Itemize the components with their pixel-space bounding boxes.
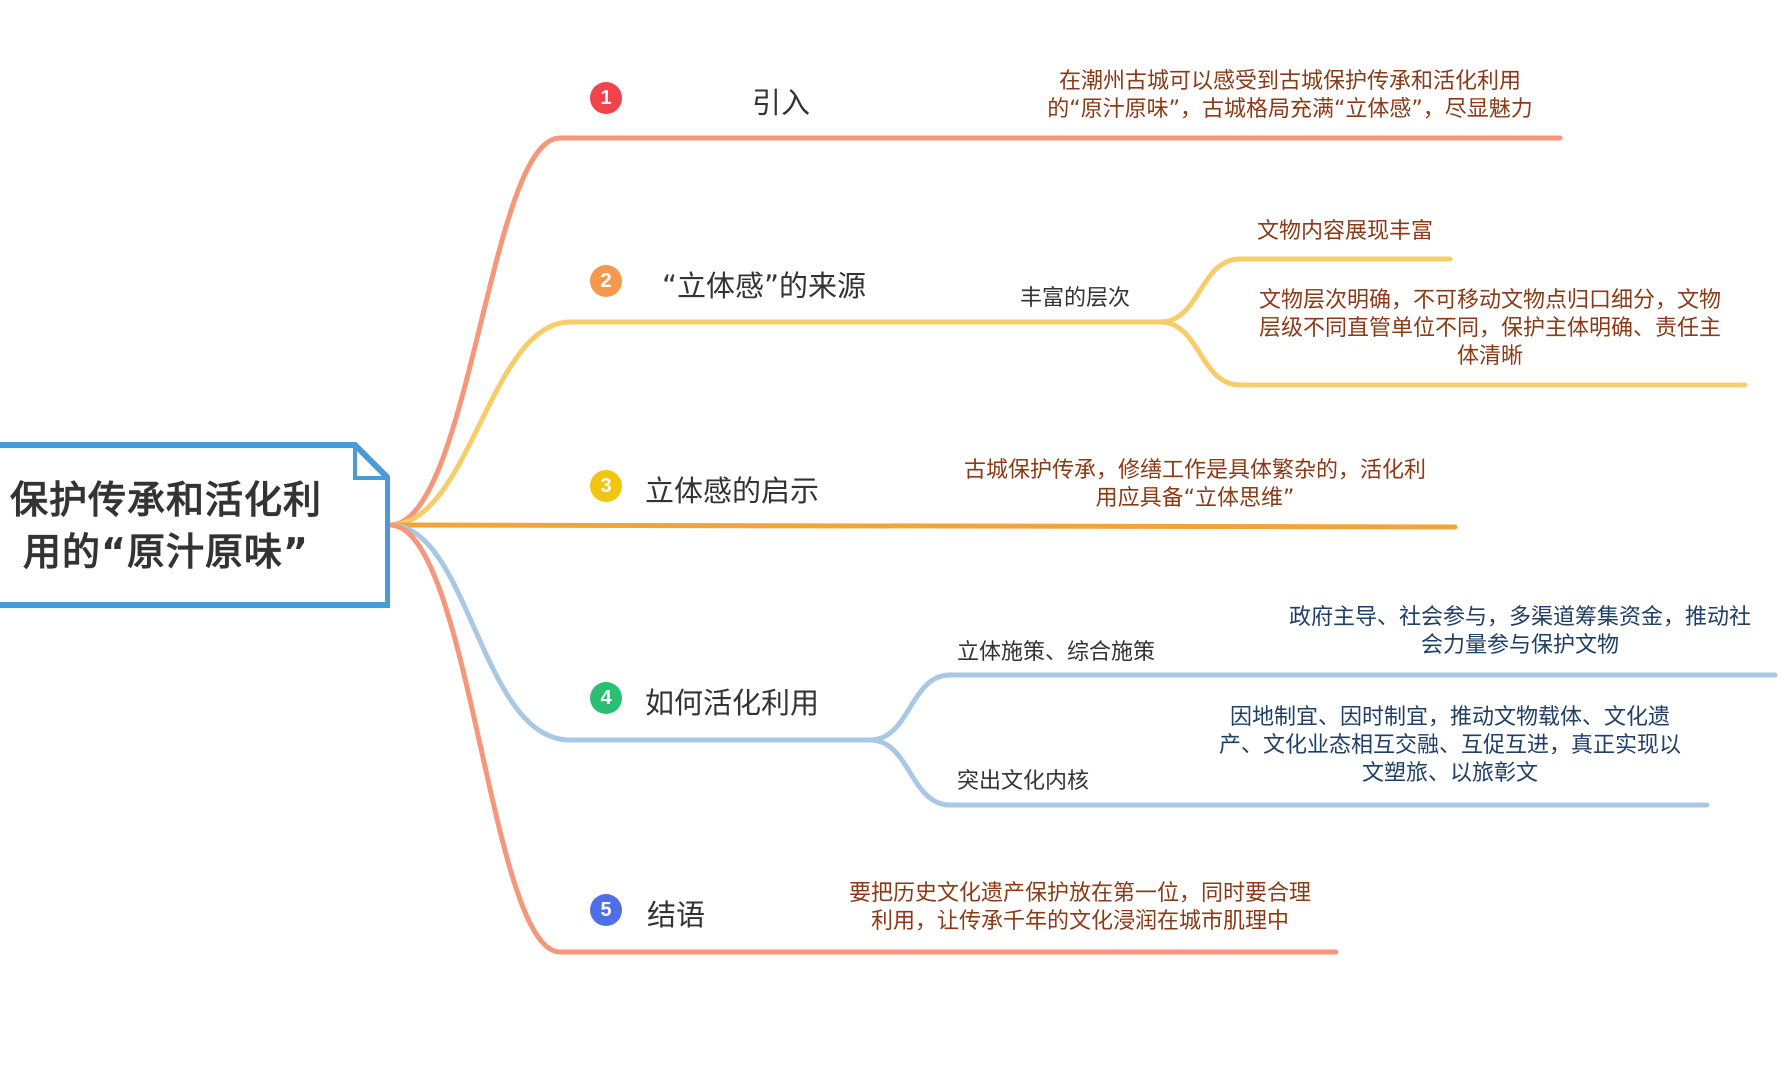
topic-4-title: 如何活化利用 — [645, 686, 820, 720]
topic-2-child-2-note: 文物层次明确，不可移动文物点归口细分，文物 层级不同直管单位不同，保护主体明确、… — [1240, 287, 1740, 371]
topic-2-title: “立体感”的来源 — [662, 269, 867, 303]
topic-4-child-2-note: 因地制宜、因时制宜，推动文物载体、文化遗 产、文化业态相互交融、互促互进，真正实… — [1205, 704, 1695, 788]
note-line: 会力量参与保护文物 — [1420, 633, 1619, 658]
note-line: 文物层次明确，不可移动文物点归口细分，文物 — [1258, 288, 1721, 313]
note-line: 文塑旅、以旅彰文 — [1361, 761, 1538, 786]
branch-2-child-1-connector — [1157, 256, 1453, 325]
branch-4-connector — [387, 522, 873, 743]
topic-1-title: 引入 — [752, 86, 811, 120]
number-4-icon: 4 — [590, 682, 622, 714]
number-5-icon: 5 — [590, 894, 622, 926]
topic-2-child-1-note: 文物内容展现丰富 — [1240, 218, 1450, 246]
topic-5-note: 要把历史文化遗产保护放在第一位，同时要合理 利用，让传承千年的文化浸润在城市肌理… — [830, 880, 1330, 936]
topic-1-note: 在潮州古城可以感受到古城保护传承和活化利用 的“原汁原味”，古城格局充满“立体感… — [1030, 68, 1550, 124]
note-line: 在潮州古城可以感受到古城保护传承和活化利用 — [1058, 69, 1521, 94]
topic-3-note: 古城保护传承，修缮工作是具体繁杂的，活化利 用应具备“立体思维” — [945, 457, 1445, 513]
branch-4-child-2-connector — [867, 737, 1710, 808]
branch-3-connector — [387, 522, 1458, 530]
root-node-frame — [0, 442, 390, 608]
note-line: 因地制宜、因时制宜，推动文物载体、文化遗 — [1229, 705, 1670, 730]
branch-4-child-1-connector — [867, 672, 1778, 743]
note-line: 用应具备“立体思维” — [1095, 486, 1295, 511]
topic-5-title: 结语 — [647, 898, 706, 932]
note-line: 产、文化业态相互交融、互促互进，真正实现以 — [1218, 733, 1681, 758]
branch-1-connector — [387, 135, 1563, 528]
topic-4-child-1-note: 政府主导、社会参与，多渠道筹集资金，推动社 会力量参与保护文物 — [1270, 604, 1770, 660]
note-line: 体清晰 — [1456, 344, 1523, 369]
root-title-line-1: 保护传承和活化利 — [9, 478, 322, 522]
root-title-line-2: 用的“原汁原味” — [23, 530, 309, 574]
root-node-title: 保护传承和活化利 用的“原汁原味” — [6, 474, 326, 578]
branch-2-child-2-connector — [1157, 319, 1748, 388]
note-line: 利用，让传承千年的文化浸润在城市肌理中 — [870, 909, 1289, 934]
topic-3-title: 立体感的启示 — [645, 474, 820, 508]
number-2-icon: 2 — [590, 265, 622, 297]
note-line: 文物内容展现丰富 — [1256, 219, 1433, 244]
topic-4-subtopic-2: 突出文化内核 — [957, 769, 1090, 794]
note-line: 要把历史文化遗产保护放在第一位，同时要合理 — [848, 881, 1311, 906]
topic-2-subtopic: 丰富的层次 — [1020, 286, 1131, 311]
number-1-icon: 1 — [590, 82, 622, 114]
number-3-icon: 3 — [590, 470, 622, 502]
note-line: 的“原汁原味”，古城格局充满“立体感”，尽显魅力 — [1047, 97, 1533, 122]
note-line: 古城保护传承，修缮工作是具体繁杂的，活化利 — [963, 458, 1426, 483]
note-line: 层级不同直管单位不同，保护主体明确、责任主 — [1258, 316, 1721, 341]
topic-4-subtopic-1: 立体施策、综合施策 — [957, 640, 1156, 665]
branch-2-connector — [387, 319, 1163, 528]
note-line: 政府主导、社会参与，多渠道筹集资金，推动社 — [1288, 605, 1751, 630]
branch-5-connector — [387, 522, 1339, 955]
